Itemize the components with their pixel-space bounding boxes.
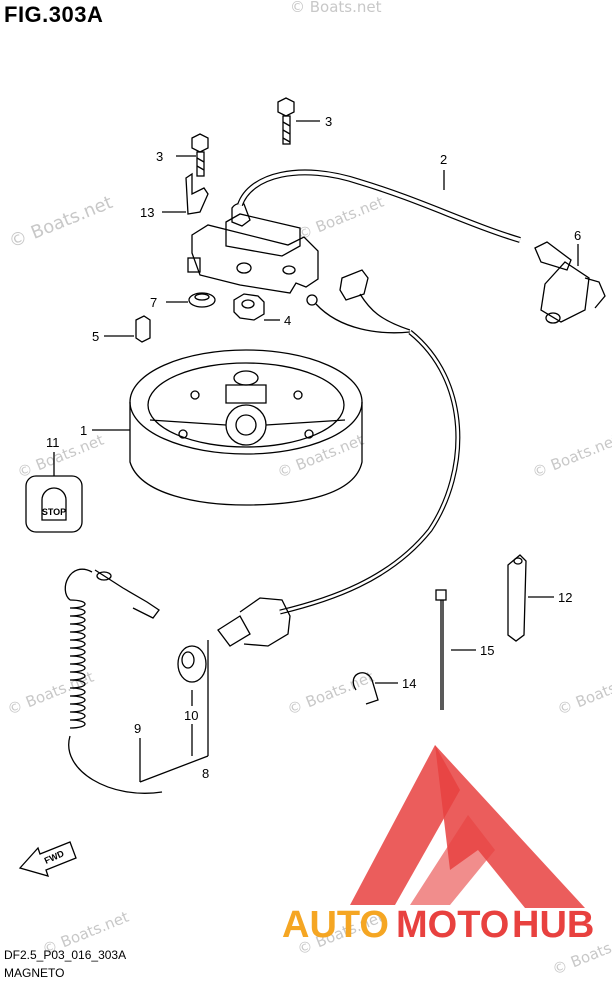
callout-10: 10	[184, 708, 198, 723]
callout-14: 14	[402, 676, 416, 691]
leader-lines	[53, 120, 579, 783]
brand-text-moto: MOTO	[396, 904, 509, 946]
bolt-part	[191, 133, 209, 177]
watermark-text: © Boats.net	[285, 668, 377, 719]
high-tension-cord-inner	[238, 170, 521, 242]
watermark-text: © Boats.net	[290, 0, 382, 16]
callout-3: 3	[156, 149, 163, 164]
spark-plug-cap	[534, 241, 606, 324]
forward-arrow-icon	[18, 841, 77, 877]
stop-label: STOP	[42, 507, 66, 517]
brand-logo: AUTO MOTO HUB	[282, 745, 594, 946]
watermark-text: © Boats.net	[555, 668, 612, 719]
callout-7: 7	[150, 295, 157, 310]
stop-switch-plug	[217, 597, 291, 647]
flywheel-rotor	[129, 349, 363, 506]
brand-text-auto: AUTO	[282, 904, 389, 946]
brand-text-hub: HUB	[512, 904, 594, 946]
callout-12: 12	[558, 590, 572, 605]
callout-3: 3	[325, 114, 332, 129]
plate-part	[185, 172, 209, 215]
ring-terminal	[306, 294, 318, 306]
callout-11: 11	[46, 435, 60, 450]
watermark-text: © Boats.net	[295, 193, 387, 244]
clip-part	[352, 672, 379, 705]
wire-terminal	[339, 269, 369, 301]
nut-part	[233, 293, 265, 321]
callout-15: 15	[480, 643, 494, 658]
section-name: MAGNETO	[4, 966, 65, 980]
callout-8: 8	[202, 766, 209, 781]
cord-grommet	[177, 645, 207, 683]
cable-tie	[435, 589, 447, 710]
emergency-stop-lanyard	[64, 568, 163, 794]
key-part	[135, 315, 151, 343]
cord-clamp	[507, 554, 527, 642]
callouts: 3 2 3 13 6 7 4 5 1 11 12 15 14 10 9 8	[46, 114, 581, 781]
callout-6: 6	[574, 228, 581, 243]
watermark-text: © Boats.net	[275, 431, 367, 482]
callout-13: 13	[140, 205, 154, 220]
bolt-part	[277, 97, 295, 145]
watermark-text: © Boats.net	[530, 431, 612, 482]
callout-4: 4	[284, 313, 291, 328]
figure-title: FIG.303A	[4, 2, 104, 27]
callout-5: 5	[92, 329, 99, 344]
callout-1: 1	[80, 423, 87, 438]
stop-switch	[25, 475, 83, 533]
magneto-lead-wire	[279, 330, 461, 615]
ignition-coil	[187, 202, 319, 294]
callout-9: 9	[134, 721, 141, 736]
grommet-part	[188, 292, 216, 308]
callout-2: 2	[440, 152, 447, 167]
watermark-layer: © Boats.net © Boats.net © Boats.net © Bo…	[5, 0, 612, 979]
watermark-text: © Boats.net	[15, 431, 107, 482]
watermark-text: © Boats.net	[6, 192, 116, 253]
drawing-code: DF2.5_P03_016_303A	[4, 948, 127, 962]
